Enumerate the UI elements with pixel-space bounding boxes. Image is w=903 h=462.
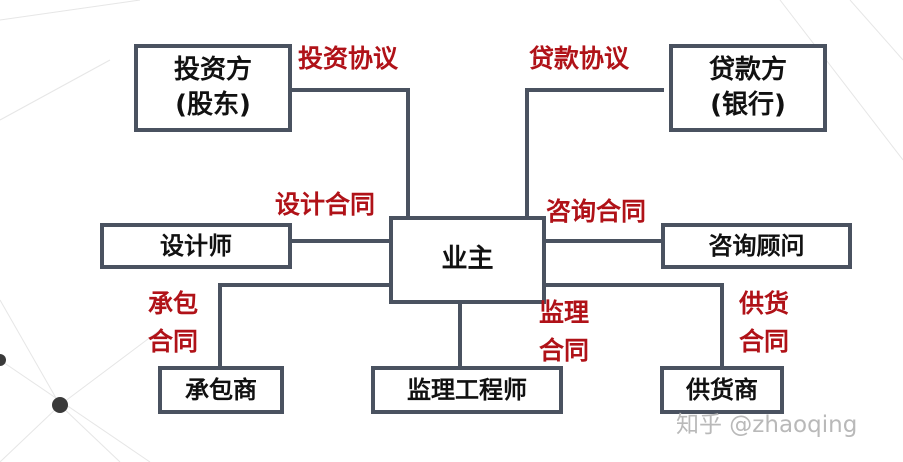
lender-label: 贷款方 (708, 54, 787, 85)
contractor-node: 承包商 (158, 366, 284, 414)
supplier-node: 供货商 (660, 366, 784, 414)
consultant-node: 咨询顾问 (661, 223, 852, 269)
contracting-contract-line1: 承包 (148, 289, 199, 318)
supervision-contract-line1: 监理 (539, 298, 590, 327)
supervisor-label: 监理工程师 (407, 375, 527, 404)
watermark: 知乎 @zhaoqing (676, 412, 858, 438)
designer-label: 设计师 (160, 231, 232, 260)
investor-label: 投资方 (173, 54, 252, 85)
contractor-label: 承包商 (185, 375, 257, 404)
line-contractor-owner (218, 283, 393, 370)
investor-node: 投资方 (股东) (134, 44, 292, 132)
loan-agreement-label: 贷款协议 (529, 40, 629, 78)
supply-contract-line2: 合同 (739, 326, 790, 356)
consulting-contract-label: 咨询合同 (546, 193, 646, 231)
contracting-contract-label: 承包 合同 (148, 285, 198, 360)
lender-sublabel: (银行) (710, 90, 786, 120)
loan-agreement-text: 贷款协议 (529, 44, 630, 73)
investment-agreement-text: 投资协议 (298, 44, 399, 73)
investor-sublabel: (股东) (175, 90, 251, 120)
designer-node: 设计师 (100, 223, 292, 269)
supervisor-node: 监理工程师 (371, 366, 563, 414)
supply-contract-label: 供货 合同 (739, 285, 789, 360)
supply-contract-line1: 供货 (739, 289, 790, 318)
decor-dot (0, 354, 6, 366)
investment-agreement-label: 投资协议 (298, 40, 398, 78)
owner-label: 业主 (441, 244, 494, 275)
supervision-contract-line2: 合同 (539, 335, 590, 365)
owner-node: 业主 (389, 216, 546, 304)
line-investor-owner (288, 88, 410, 220)
line-lender-owner (525, 88, 664, 220)
contracting-contract-line2: 合同 (148, 326, 199, 356)
design-contract-text: 设计合同 (275, 190, 376, 219)
consulting-contract-text: 咨询合同 (546, 197, 647, 226)
design-contract-label: 设计合同 (275, 186, 375, 224)
lender-node: 贷款方 (银行) (669, 44, 827, 132)
consultant-label: 咨询顾问 (708, 231, 805, 260)
decor-dot (52, 397, 68, 413)
supplier-label: 供货商 (686, 375, 758, 404)
supervision-contract-label: 监理 合同 (539, 294, 589, 369)
line-supplier-owner (542, 283, 724, 370)
